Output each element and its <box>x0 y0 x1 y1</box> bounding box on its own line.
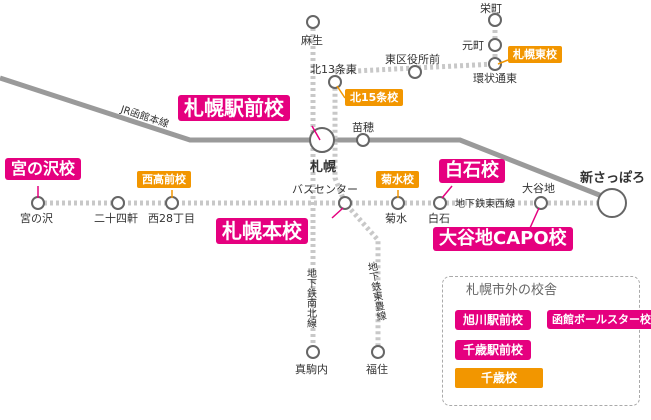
station-motomachi[interactable] <box>488 38 502 52</box>
label-busucenter: バスセンター <box>292 183 358 196</box>
station-kita13[interactable] <box>328 75 342 89</box>
leader-kita15 <box>336 85 346 99</box>
station-nijuyonken[interactable] <box>111 196 125 210</box>
label-motomachi: 元町 <box>462 39 484 52</box>
jr-hakodate-line <box>0 75 613 203</box>
legend-chitose[interactable]: 千歳校 <box>455 368 544 388</box>
school-kita15[interactable]: 北15条校 <box>345 89 404 106</box>
toho-label: 地下鉄東豊線 <box>364 260 386 322</box>
station-sakaemachi[interactable] <box>488 13 502 27</box>
label-oyachi: 大谷地 <box>522 181 555 195</box>
label-kita13: 北13条東 <box>310 62 357 76</box>
station-oyachi[interactable] <box>534 196 548 210</box>
school-oyachi-capo[interactable]: 大谷地CAPO校 <box>433 227 573 251</box>
label-higashikuyakusho: 東区役所前 <box>385 52 440 66</box>
legend-chitose-ekimae[interactable]: 千歳駅前校 <box>455 340 532 360</box>
label-nijuyonken: 二十四軒 <box>94 211 138 225</box>
school-sapporo-honko[interactable]: 札幌本校 <box>216 218 308 244</box>
label-sapporo: 札幌 <box>309 159 336 175</box>
nanboku-label: 地下鉄南北線 <box>305 267 317 328</box>
station-shiroishi[interactable] <box>433 196 447 210</box>
leader-oyachi <box>529 207 540 229</box>
label-shiroishi: 白石 <box>428 211 450 225</box>
station-kikusui[interactable] <box>391 196 405 210</box>
station-higashikuyakusho[interactable] <box>408 65 422 79</box>
school-miyanosawa[interactable]: 宮の沢校 <box>5 158 82 180</box>
label-naebo: 苗穂 <box>352 120 374 134</box>
station-makomanai[interactable] <box>306 345 320 359</box>
station-azabu[interactable] <box>306 15 320 29</box>
school-sapporo-ekimae[interactable]: 札幌駅前校 <box>178 95 290 121</box>
label-makomanai: 真駒内 <box>295 362 328 376</box>
legend-title: 札幌市外の校舎 <box>462 284 562 297</box>
label-shinsapporo: 新さっぽろ <box>580 170 645 186</box>
school-nishikoumae[interactable]: 西高前校 <box>137 171 191 188</box>
legend-hakodate[interactable]: 函館ボールスター校 <box>547 310 651 329</box>
leader-shiroishi <box>441 185 453 199</box>
school-kikusui[interactable]: 菊水校 <box>376 171 419 188</box>
station-kanjodori[interactable] <box>488 57 502 71</box>
station-naebo[interactable] <box>356 133 370 147</box>
station-miyanosawa[interactable] <box>31 196 45 210</box>
station-busucenter[interactable] <box>338 196 352 210</box>
label-sakaemachi: 栄町 <box>480 1 502 15</box>
leader-ekimae <box>311 125 321 141</box>
station-sapporo[interactable] <box>309 127 335 153</box>
station-nishi28[interactable] <box>165 196 179 210</box>
school-shiroishi[interactable]: 白石校 <box>439 159 505 183</box>
label-azabu: 麻生 <box>301 33 323 47</box>
toho-line <box>332 12 498 352</box>
leader-honko <box>331 207 344 219</box>
label-fukuzumi: 福住 <box>366 362 388 376</box>
label-nishi28: 西28丁目 <box>148 212 195 225</box>
label-kanjodori: 環状通東 <box>473 71 517 85</box>
legend-box <box>442 276 640 406</box>
station-fukuzumi[interactable] <box>371 345 385 359</box>
leader-higashi <box>497 59 509 65</box>
legend-asahikawa[interactable]: 旭川駅前校 <box>455 310 532 330</box>
label-miyanosawa: 宮の沢 <box>20 211 53 225</box>
label-kikusui: 菊水 <box>385 212 407 225</box>
school-sapporo-higashi[interactable]: 札幌東校 <box>508 46 562 63</box>
tozai-label: 地下鉄東西線 <box>455 197 515 210</box>
station-shinsapporo[interactable] <box>597 188 627 218</box>
